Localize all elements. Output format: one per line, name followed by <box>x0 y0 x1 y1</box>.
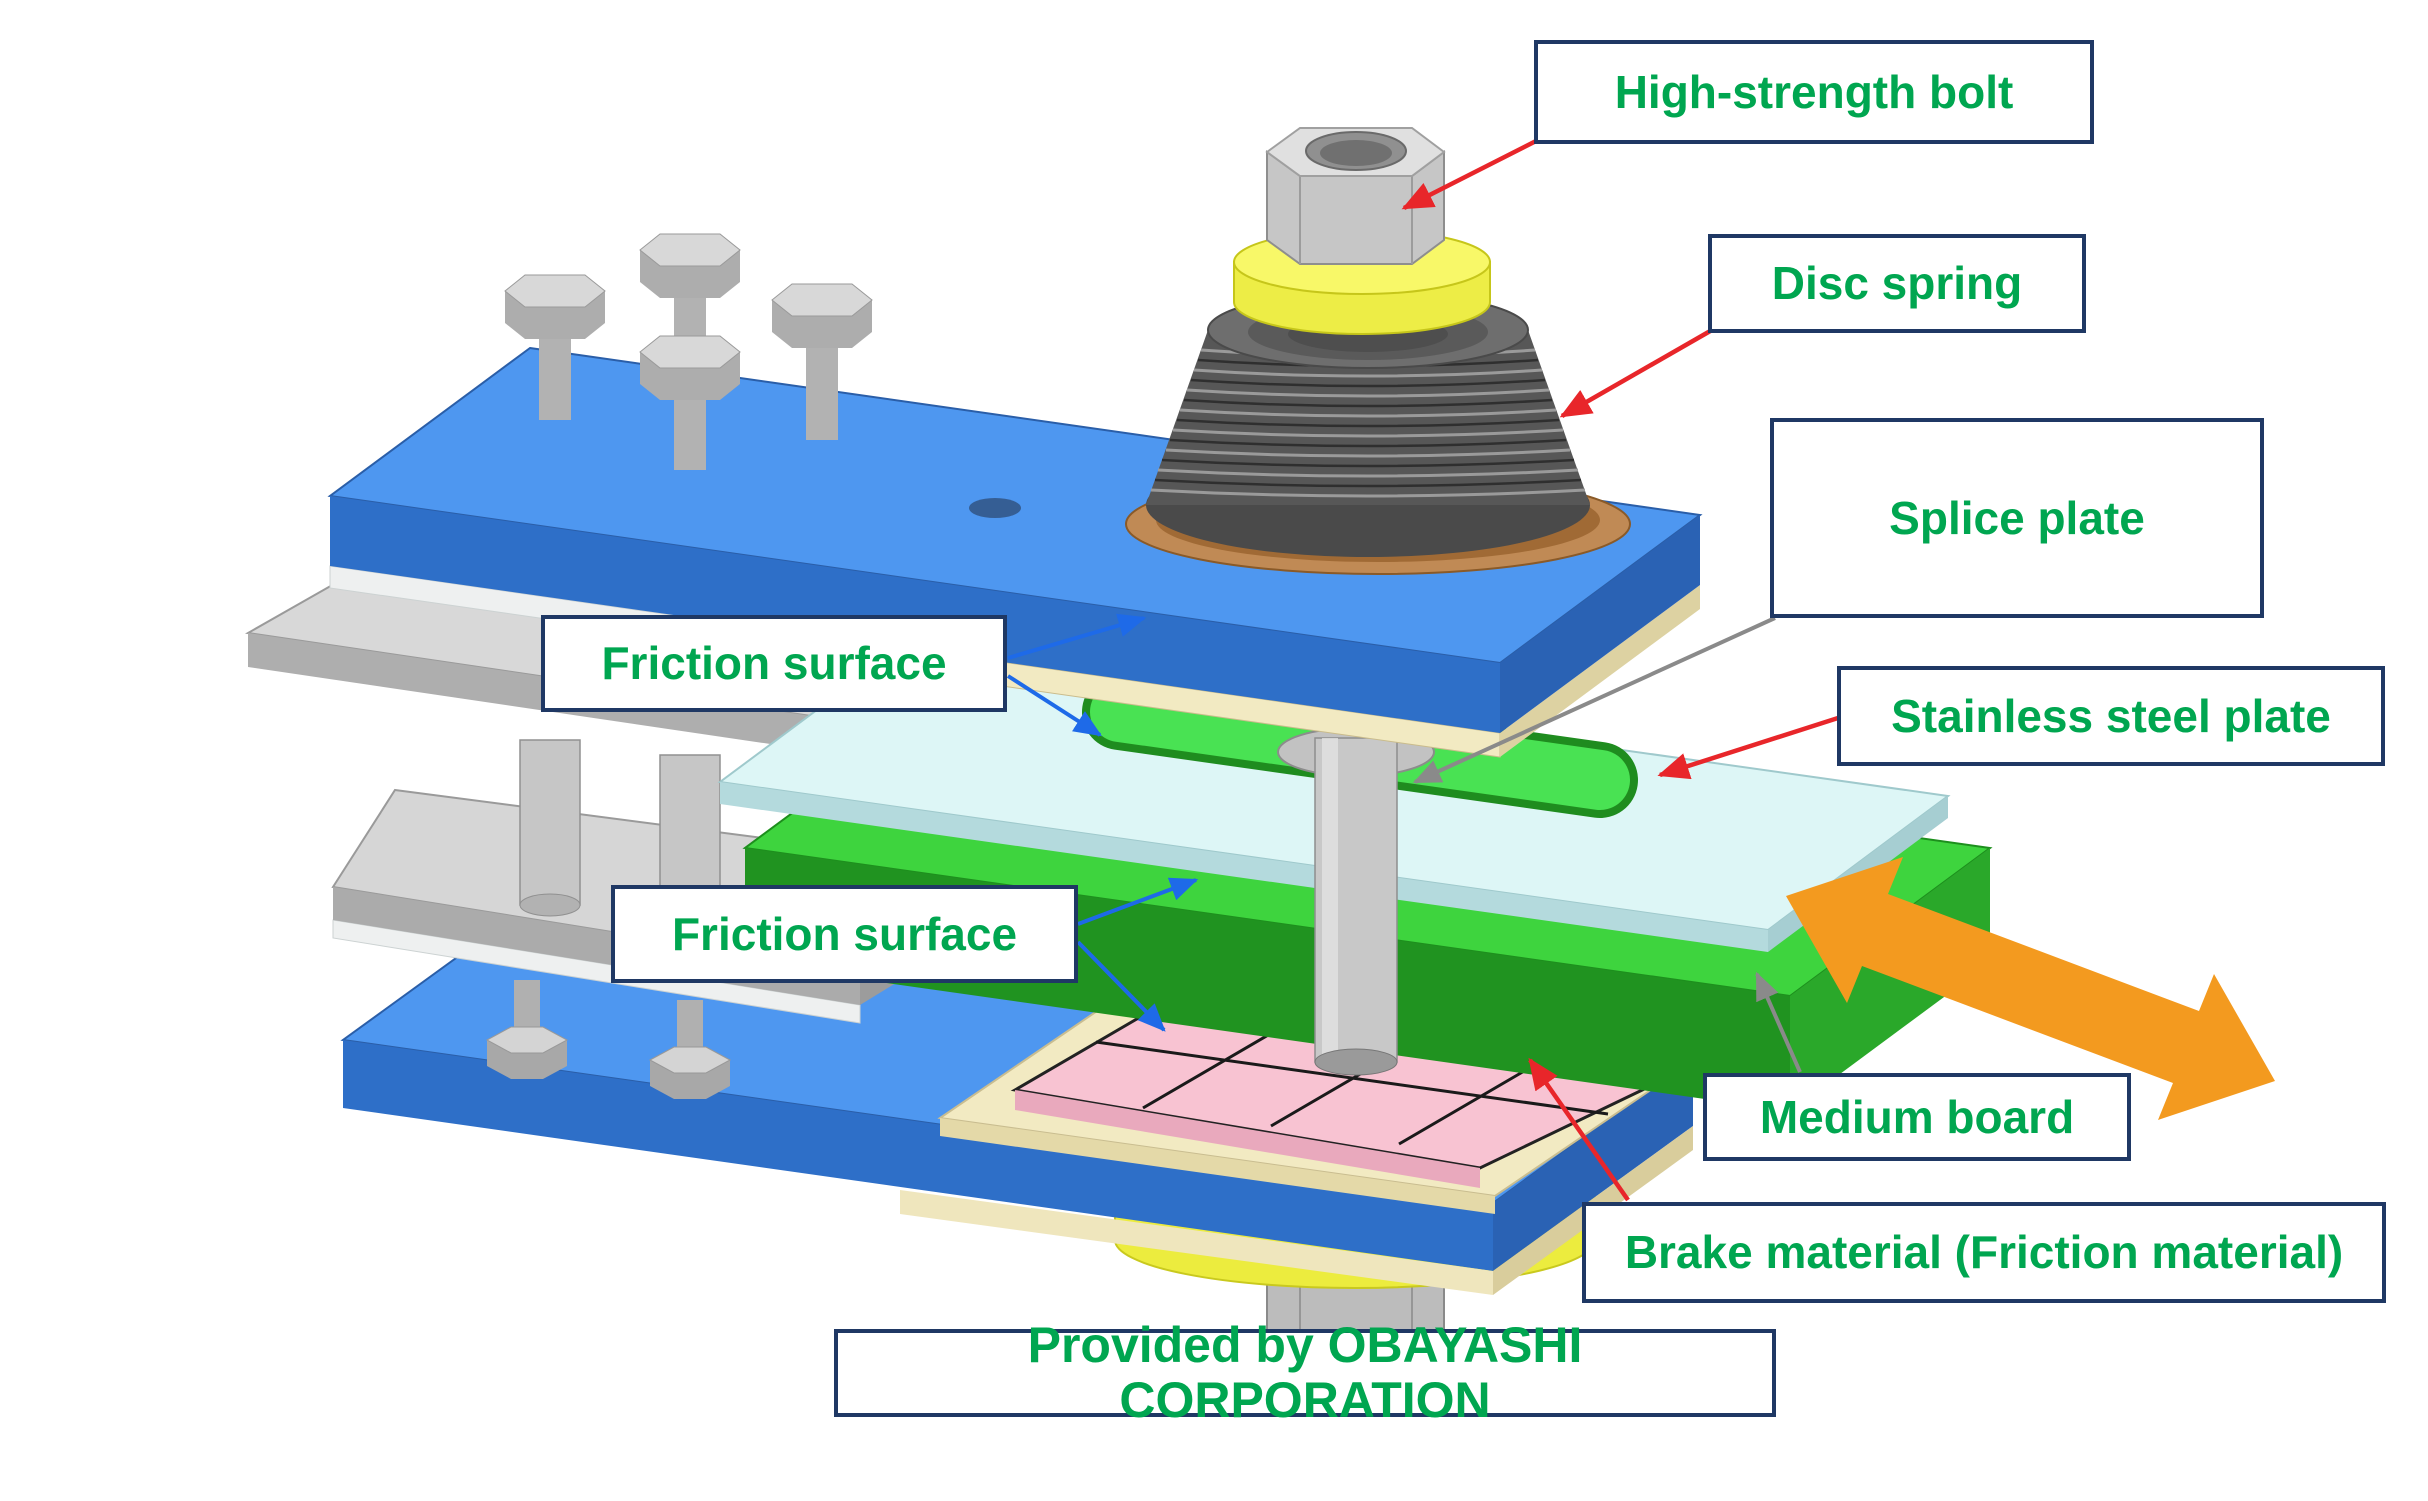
label-splice-plate: Splice plate <box>1770 418 2264 618</box>
label-disc-spring: Disc spring <box>1708 234 2086 333</box>
disc-spring-and-bolt <box>1125 127 1631 575</box>
slip-direction-arrow <box>1786 857 2275 1120</box>
label-high-strength-bolt-text: High-strength bolt <box>1614 65 2014 118</box>
label-friction-surface-bottom: Friction surface <box>611 885 1078 983</box>
label-stainless-steel-plate: Stainless steel plate <box>1837 666 2385 766</box>
label-stainless-steel-plate-text: Stainless steel plate <box>1891 689 2331 742</box>
label-splice-plate-text: Splice plate <box>1889 491 2145 544</box>
credit-text: Provided by OBAYASHI CORPORATION <box>1027 1317 1583 1428</box>
leader-arrows <box>1006 137 1839 1202</box>
label-friction-surface-top-text: Friction surface <box>601 637 947 690</box>
label-friction-surface-bottom-text: Friction surface <box>671 907 1018 960</box>
label-disc-spring-text: Disc spring <box>1771 257 2023 310</box>
label-high-strength-bolt: High-strength bolt <box>1534 40 2094 144</box>
label-medium-board-text: Medium board <box>1759 1090 2075 1143</box>
top-plate-bolts <box>504 233 873 470</box>
label-brake-material-text: Brake material (Friction material) <box>1624 1226 2344 1279</box>
lower-left-bolts <box>485 980 732 1099</box>
label-medium-board: Medium board <box>1703 1073 2131 1161</box>
label-brake-material: Brake material (Friction material) <box>1582 1202 2386 1303</box>
label-friction-surface-top: Friction surface <box>541 615 1007 712</box>
credit-box: Provided by OBAYASHI CORPORATION <box>834 1318 1776 1428</box>
bolt-shaft <box>1314 737 1398 1076</box>
